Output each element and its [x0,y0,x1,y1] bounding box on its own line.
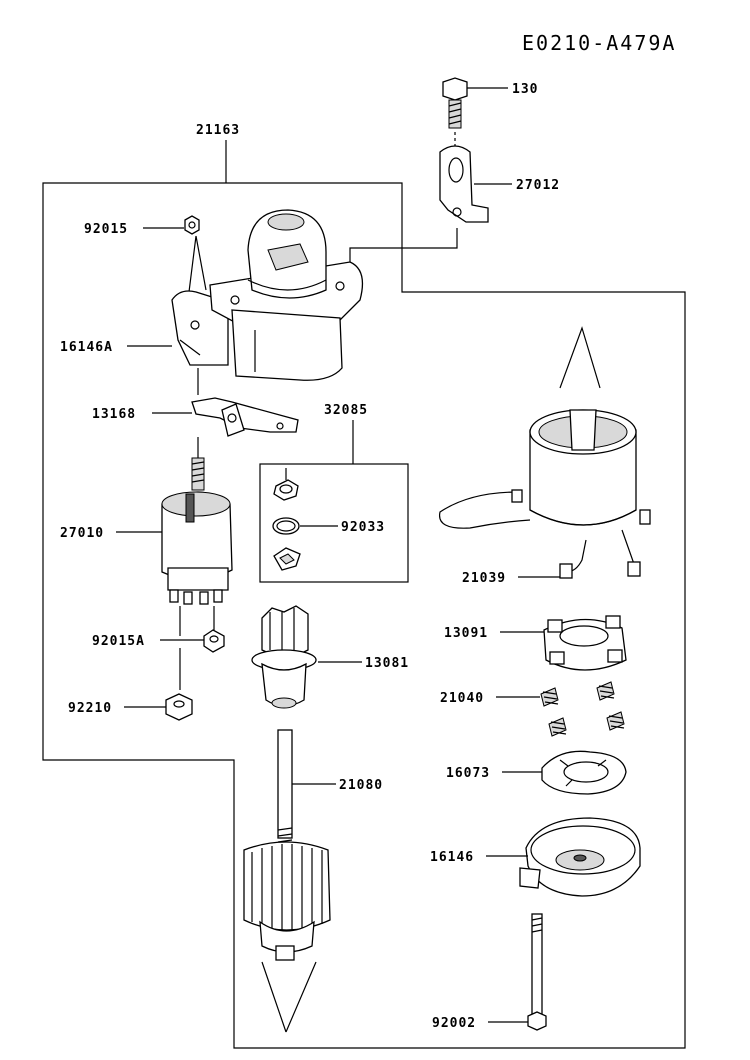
label-16073: 16073 [446,766,490,781]
end-cover-16146-icon [519,817,641,897]
label-16146: 16146 [430,850,474,865]
solenoid-27010-icon [161,457,233,605]
label-13168: 13168 [92,407,136,422]
label-21039: 21039 [462,571,506,586]
label-21040: 21040 [440,691,484,706]
label-27010: 27010 [60,526,104,541]
plate-16073-icon [541,750,627,795]
label-92033: 92033 [341,520,385,535]
axis-92015 [187,235,207,301]
assembly-outline [42,182,686,1049]
label-21163: 21163 [196,123,240,138]
diagram-code: E0210-A479A [522,31,676,55]
plate-icon [273,547,301,571]
kit-32085-box [259,463,409,583]
seal-icon [273,479,299,501]
link-27012-housing [349,228,458,262]
armature-21080-icon [243,729,331,961]
label-92210: 92210 [68,701,112,716]
label-27012: 27012 [516,178,560,193]
label-92002: 92002 [432,1016,476,1031]
through-bolt-92002-icon [527,913,547,1031]
label-21080: 21080 [339,778,383,793]
lever-13168-icon [191,397,299,437]
nut-92015-icon [184,215,200,235]
label-13081: 13081 [365,656,409,671]
yoke-21039-icon [438,326,651,579]
brush-holder-13091-icon [543,615,627,671]
nut-92210-icon [165,693,193,721]
label-32085: 32085 [324,403,368,418]
axis-21080 [261,961,317,1033]
label-92015: 92015 [84,222,128,237]
bracket-27012-icon [439,145,489,223]
springs-21040-icon [540,681,625,737]
o-ring-92033-icon [272,517,300,535]
nut-92015A-icon [203,629,225,653]
label-92015A: 92015A [92,634,145,649]
pinion-13081-icon [251,605,317,709]
label-16146A: 16146A [60,340,113,355]
label-13091: 13091 [444,626,488,641]
axis-27010 [179,606,215,636]
bolt-130-icon [442,77,468,129]
drive-housing-16146A-icon [171,209,364,381]
label-130: 130 [512,82,538,97]
